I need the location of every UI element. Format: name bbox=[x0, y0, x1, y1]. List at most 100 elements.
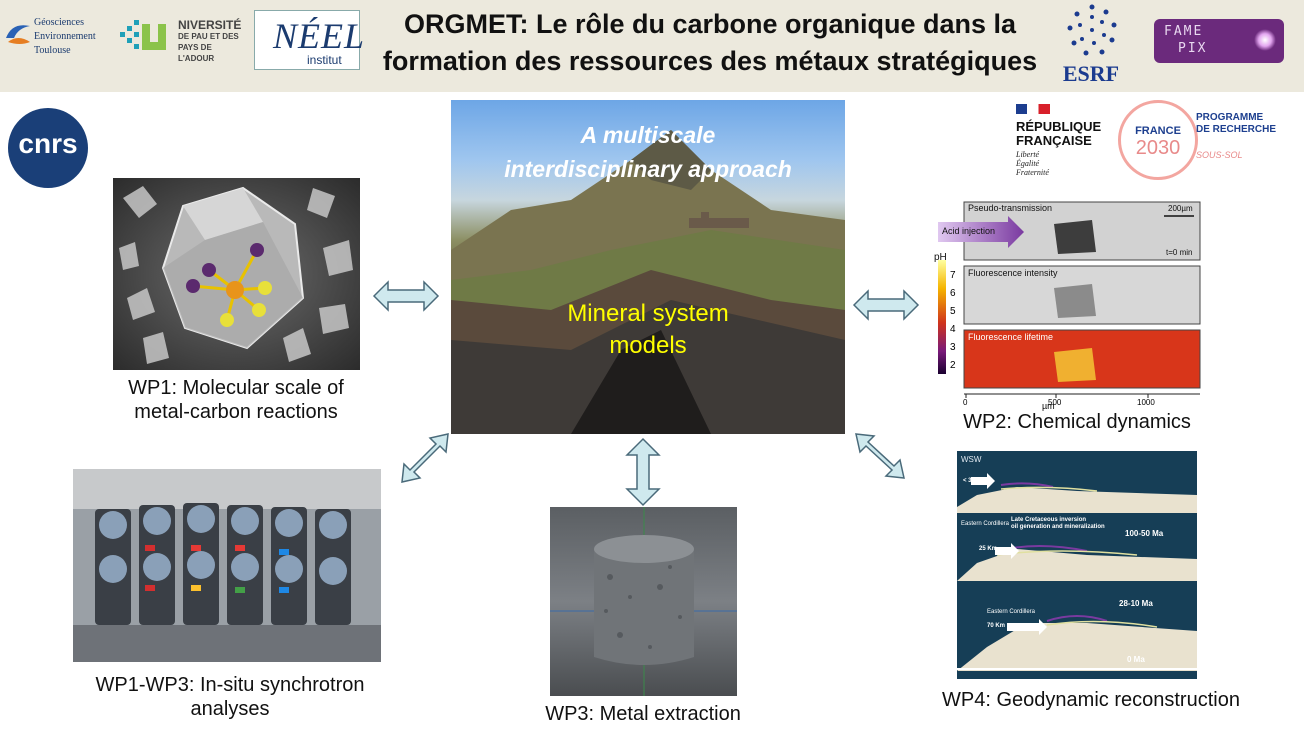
esrf-wordmark: ESRF bbox=[1062, 61, 1120, 86]
wp1-double-arrow-icon bbox=[372, 280, 440, 312]
programme-line1: PROGRAMME bbox=[1196, 112, 1264, 123]
rf-line2: FRANÇAISE bbox=[1016, 133, 1092, 148]
overlay-models-line2: models bbox=[609, 332, 687, 359]
wp2-x-unit: µm bbox=[1042, 401, 1055, 411]
overlay-title-line2: interdisciplinary approach bbox=[504, 156, 792, 182]
uppa-wordmark: NIVERSITÉ DE PAU ET DES PAYS DE L'ADOUR bbox=[178, 18, 248, 64]
wp4-depth2-label: 25 Km bbox=[979, 546, 998, 552]
wp2-ph-tick: 2 bbox=[950, 360, 956, 371]
wp2-panel1-label: Pseudo-transmission bbox=[968, 203, 1053, 213]
geosciences-toulouse-logo: Géosciences Environnement Toulouse bbox=[4, 14, 114, 64]
wp1-crystal-image bbox=[113, 178, 360, 370]
wp2-ph-tick: 6 bbox=[950, 288, 956, 299]
rf-motto-3: Fraternité bbox=[1016, 168, 1049, 177]
wp2-fluorescence-figure: Pseudo-transmission 200µm Acid injection… bbox=[932, 198, 1204, 410]
programme-line2: DE RECHERCHE bbox=[1196, 124, 1277, 135]
uppa-mark-icon bbox=[120, 20, 166, 50]
famepix-line2: PIX bbox=[1178, 41, 1208, 56]
wp13-caption-line2: analyses bbox=[190, 698, 270, 720]
wp13-double-arrow-icon bbox=[401, 433, 449, 483]
wp4-double-arrow-icon bbox=[855, 433, 905, 479]
wp2-x-tick: 0 bbox=[963, 398, 968, 407]
programme-line3: SOUS-SOL bbox=[1196, 150, 1243, 160]
rf-wordmark: RÉPUBLIQUE FRANÇAISE bbox=[1016, 120, 1101, 148]
uppa-logo: NIVERSITÉ DE PAU ET DES PAYS DE L'ADOUR bbox=[118, 12, 248, 64]
wp2-double-arrow-icon bbox=[852, 289, 920, 321]
wp2-ph-tick: 3 bbox=[950, 342, 956, 353]
wp4-depth1-label: < 3 Km bbox=[963, 478, 983, 484]
wp1-illustration bbox=[113, 178, 360, 370]
title-line1: ORGMET: Le rôle du carbone organique dan… bbox=[403, 9, 1017, 39]
ges-mark-icon bbox=[6, 25, 30, 44]
landscape-illustration bbox=[451, 130, 845, 434]
neel-subtitle: institut bbox=[307, 53, 342, 67]
rf-motto-2: Égalité bbox=[1016, 159, 1040, 168]
synchrotron-cells-photo bbox=[73, 469, 381, 662]
republique-francaise-logo: RÉPUBLIQUE FRANÇAISE Liberté Égalité Fra… bbox=[1010, 104, 1110, 184]
ges-wordmark: Géosciences Environnement Toulouse bbox=[34, 16, 96, 58]
metal-extraction-core-image bbox=[550, 507, 737, 696]
wp2-ph-tick: 4 bbox=[950, 324, 956, 335]
rf-line1: RÉPUBLIQUE bbox=[1016, 119, 1102, 134]
esrf-dots-icon bbox=[1067, 4, 1117, 56]
programme-wordmark: PROGRAMME DE RECHERCHE bbox=[1196, 112, 1276, 136]
cells-illustration bbox=[73, 469, 381, 662]
wp4-note1: Late Cretaceous inversion oil generation… bbox=[1011, 517, 1105, 531]
wp4-range3-label: Eastern Cordillera bbox=[987, 609, 1036, 615]
wp3-double-arrow-icon bbox=[625, 437, 661, 507]
overlay-models: Mineral system models bbox=[451, 298, 845, 362]
wp1-caption-line2: metal-carbon reactions bbox=[134, 401, 338, 423]
neel-institut-logo: NÉEL institut bbox=[254, 10, 364, 70]
wp4-age2-label: 28-10 Ma bbox=[1119, 599, 1153, 608]
ges-line3: Toulouse bbox=[34, 45, 71, 56]
overlay-models-line1: Mineral system bbox=[567, 300, 729, 327]
famepix-line1: FAME bbox=[1164, 24, 1204, 39]
wp2-caption: WP2: Chemical dynamics bbox=[963, 411, 1191, 433]
wp4-geodynamic-figure: WSW < 3 Km Late Cretaceous inversion oil… bbox=[957, 451, 1197, 679]
ges-line2: Environnement bbox=[34, 31, 96, 42]
wp2-ph-tick: 7 bbox=[950, 270, 956, 281]
neel-wordmark: NÉEL bbox=[273, 16, 366, 56]
header-band bbox=[0, 0, 1304, 92]
marianne-flag-icon bbox=[1016, 104, 1050, 114]
wp4-age1-label: 100-50 Ma bbox=[1125, 529, 1164, 538]
wp2-ph-tick: 5 bbox=[950, 306, 956, 317]
famepix-glow-icon bbox=[1254, 29, 1276, 51]
wp1-caption: WP1: Molecular scale of metal-carbon rea… bbox=[86, 376, 386, 424]
core-cylinder-illustration bbox=[550, 507, 737, 696]
uppa-line2: DE PAU ET DES bbox=[178, 32, 239, 41]
wp4-age3-label: 0 Ma bbox=[1127, 655, 1145, 664]
wp4-range2-label: Eastern Cordillera bbox=[961, 521, 1010, 527]
wp2-time-label: t=0 min bbox=[1166, 248, 1193, 257]
page-title: ORGMET: Le rôle du carbone organique dan… bbox=[365, 6, 1055, 80]
wp2-illustration bbox=[938, 201, 1201, 398]
ges-line1: Géosciences bbox=[34, 17, 84, 28]
uppa-line1: NIVERSITÉ bbox=[178, 18, 242, 32]
wp2-ph-label: pH bbox=[934, 252, 947, 263]
wp4-caption: WP4: Geodynamic reconstruction bbox=[942, 689, 1240, 711]
wp4-note1-line1: Late Cretaceous inversion bbox=[1011, 517, 1087, 523]
wp2-scale-label: 200µm bbox=[1168, 204, 1193, 213]
programme-recherche-logo: PROGRAMME DE RECHERCHE SOUS-SOL bbox=[1196, 112, 1286, 172]
rf-motto-1: Liberté bbox=[1016, 150, 1040, 159]
wp4-note1-line2: oil generation and mineralization bbox=[1011, 524, 1105, 530]
mountain-landscape-image bbox=[451, 100, 845, 434]
wp1-caption-line1: WP1: Molecular scale of bbox=[128, 377, 344, 399]
cnrs-logo: cnrs bbox=[8, 108, 88, 188]
wp13-caption: WP1-WP3: In-situ synchrotron analyses bbox=[50, 673, 410, 721]
overlay-title: A multiscale interdisciplinary approach bbox=[451, 118, 845, 186]
uppa-line3: PAYS DE L'ADOUR bbox=[178, 43, 215, 63]
wp2-panel2-label: Fluorescence intensity bbox=[968, 268, 1058, 278]
wp4-depth3-label: 70 Km bbox=[987, 623, 1006, 629]
esrf-logo: ESRF bbox=[1060, 3, 1122, 88]
fr2030-line1: FRANCE bbox=[1135, 125, 1181, 137]
wp2-x-tick: 500 bbox=[1048, 398, 1062, 407]
wp3-caption: WP3: Metal extraction bbox=[545, 703, 741, 725]
wp2-x-tick: 1000 bbox=[1137, 398, 1155, 407]
cnrs-wordmark: cnrs bbox=[18, 128, 78, 159]
overlay-title-line1: A multiscale bbox=[580, 122, 716, 148]
wp2-panel3-label: Fluorescence lifetime bbox=[968, 332, 1054, 342]
famepix-wordmark: FAME PIX bbox=[1164, 23, 1207, 57]
wp13-caption-line1: WP1-WP3: In-situ synchrotron bbox=[95, 674, 365, 696]
rf-motto: Liberté Égalité Fraternité bbox=[1016, 150, 1049, 177]
